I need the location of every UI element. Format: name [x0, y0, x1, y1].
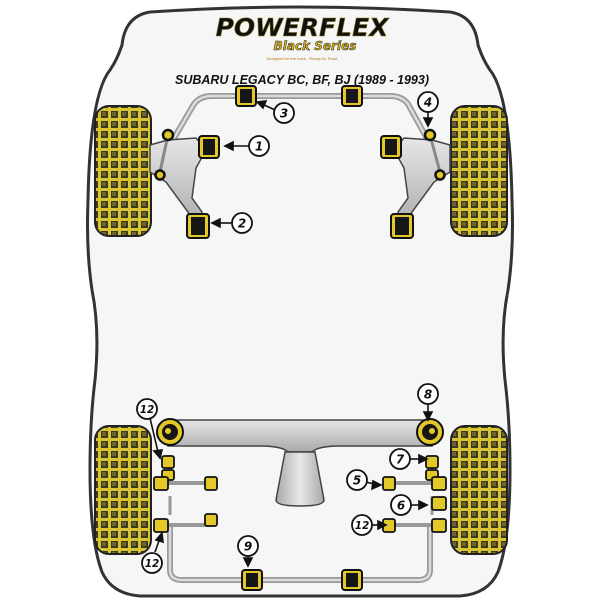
callout-7-label: 7	[396, 453, 405, 467]
callout-2: 2	[231, 212, 253, 234]
bush-rear-right-mid	[382, 476, 447, 491]
powerflex-logo: POWERFLEX Black Series Designed for the …	[215, 13, 391, 61]
rear-left-tyre	[94, 425, 152, 555]
callout-12c-label: 12	[355, 520, 370, 532]
front-right-droplink	[423, 128, 446, 181]
callout-1: 1	[248, 135, 270, 157]
bush-rear-crossmember-right	[416, 418, 444, 446]
callout-1-label: 1	[255, 140, 263, 154]
bush-front-wishbone-left-rear	[186, 213, 210, 239]
bush-rear-crossmember-left	[156, 418, 184, 446]
brand-name: POWERFLEX	[216, 13, 391, 42]
front-right-tyre	[450, 105, 508, 237]
callout-12-lower-left: 12	[141, 552, 163, 574]
callout-9: 9	[237, 535, 259, 557]
callout-4-label: 4	[423, 96, 432, 110]
bush-rear-left-lower	[153, 513, 218, 533]
rear-crossmember	[167, 419, 433, 507]
bush-rear-arb-right	[341, 569, 363, 591]
callout-8-label: 8	[424, 388, 432, 402]
callout-2-label: 2	[238, 217, 246, 231]
callout-3: 3	[273, 102, 295, 124]
callout-6-label: 6	[397, 499, 405, 513]
callout-7: 7	[389, 448, 411, 470]
front-left-tyre	[94, 105, 152, 237]
brand-tagline: Designed for the track - Ready for Road	[267, 56, 338, 61]
callout-5: 5	[346, 469, 368, 491]
callout-12-right: 12	[351, 514, 373, 536]
callout-3-label: 3	[280, 107, 288, 121]
bush-front-wishbone-right-rear	[390, 213, 414, 239]
callout-5-label: 5	[353, 474, 361, 488]
callout-12b-label: 12	[145, 558, 160, 570]
bush-front-wishbone-left-front	[198, 135, 220, 159]
callout-6: 6	[390, 494, 412, 516]
callout-12-upper-left: 12	[136, 398, 158, 420]
vehicle-title: SUBARU LEGACY BC, BF, BJ (1989 - 1993)	[175, 73, 429, 87]
front-left-droplink	[154, 128, 175, 181]
callout-4: 4	[417, 91, 439, 113]
bush-rear-arb-left	[241, 569, 263, 591]
front-left-wishbone	[149, 137, 207, 235]
brand-series: Black Series	[274, 39, 357, 53]
bush-rear-right-lower	[382, 496, 447, 533]
bush-front-wishbone-right-front	[380, 135, 402, 159]
callout-12a-label: 12	[140, 404, 155, 416]
callout-9-label: 9	[244, 540, 252, 554]
bush-rear-left-mid	[153, 476, 218, 491]
bush-front-arb-right	[341, 85, 363, 107]
rear-right-tyre	[450, 425, 508, 555]
callout-8: 8	[417, 383, 439, 405]
bush-front-arb-left	[235, 85, 257, 107]
